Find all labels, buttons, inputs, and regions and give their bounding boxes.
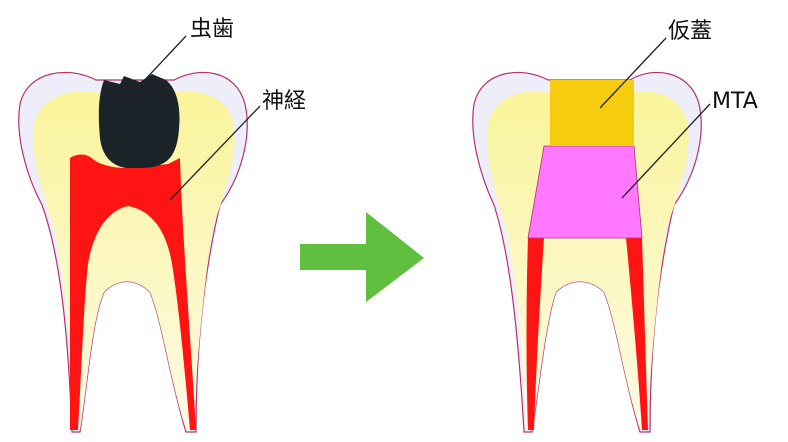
temporary-seal-leader-line <box>599 37 667 109</box>
tooth-after-root-canal-right <box>626 238 648 430</box>
label-mta: MTA <box>712 89 758 114</box>
tooth-before-pulp <box>70 154 196 430</box>
label-temporary-seal: 仮蓋 <box>668 19 712 44</box>
tooth-after-root-canal-left <box>526 238 544 430</box>
caries-leader-line <box>125 35 187 101</box>
label-caries: 虫歯 <box>190 17 234 42</box>
arrow-icon <box>300 212 424 302</box>
tooth-after-temporary-seal <box>550 80 634 146</box>
tooth-after <box>472 37 711 433</box>
tooth-after-mta <box>527 145 643 239</box>
mta-leader-line <box>621 103 711 199</box>
nerve-leader-line <box>169 105 261 201</box>
tooth-before <box>18 35 261 433</box>
label-nerve: 神経 <box>262 89 306 114</box>
tooth-before-caries <box>98 74 180 168</box>
